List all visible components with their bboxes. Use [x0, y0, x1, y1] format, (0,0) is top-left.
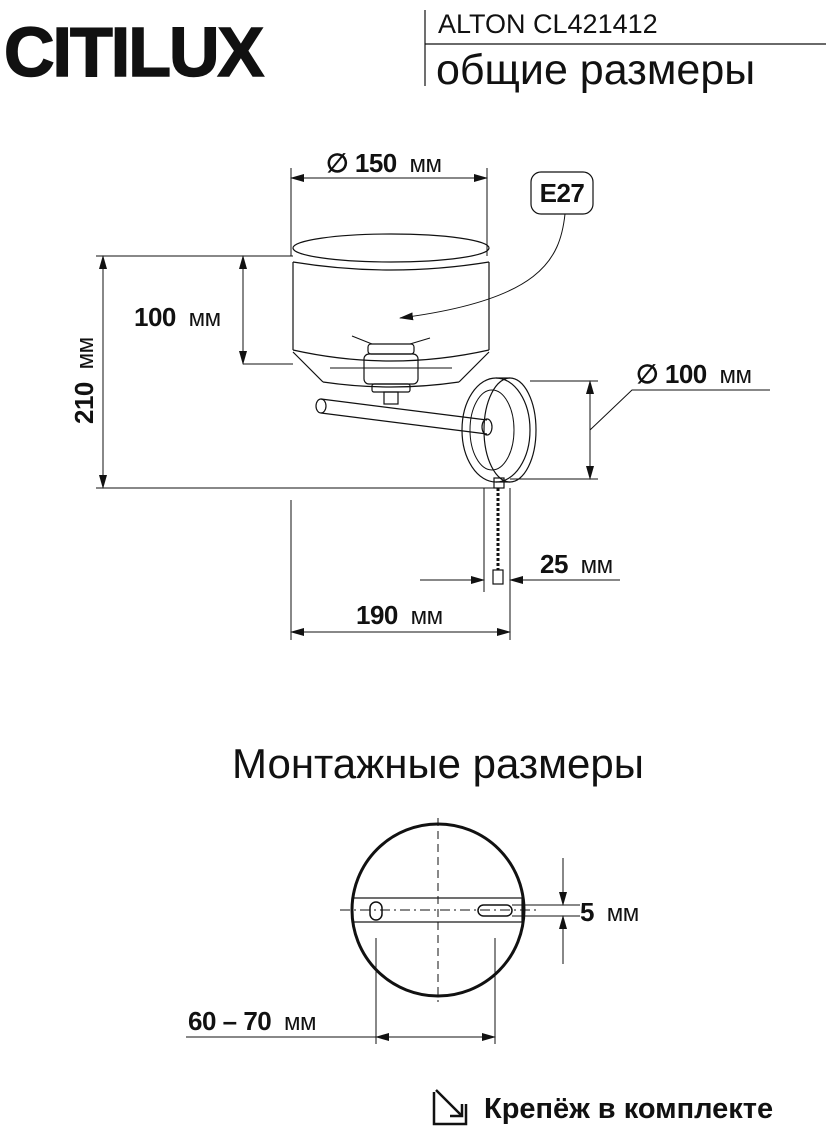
- mounting-hole-left: [369, 901, 383, 921]
- fasteners-note: Крепёж в комплекте: [432, 1089, 773, 1126]
- total-height-unit: мм: [72, 337, 99, 369]
- mounting-slot-right: [477, 904, 513, 917]
- page-subtitle: общие размеры: [436, 46, 755, 94]
- mounting-plate-drawing: [340, 818, 540, 1002]
- svg-text:25 мм: 25 мм: [540, 549, 613, 579]
- shade-height-value: 100: [134, 302, 176, 332]
- dimension-slot-width: 5 мм: [512, 858, 639, 964]
- hole-spacing-unit: мм: [284, 1009, 316, 1036]
- shade-diameter-value: ∅ 150: [326, 148, 397, 178]
- plate-diameter-unit: мм: [720, 362, 752, 389]
- fastener-arrow-icon: [432, 1089, 468, 1126]
- plate-thickness-unit: мм: [581, 552, 613, 579]
- dimension-plate-thickness: 25 мм: [420, 488, 620, 640]
- slot-width-unit: мм: [607, 900, 639, 927]
- lamp-base-callout: E27: [399, 171, 594, 321]
- lamp-drawing: [292, 233, 537, 585]
- svg-text:60 – 70 мм: 60 – 70 мм: [188, 1006, 316, 1036]
- total-depth-unit: мм: [411, 603, 443, 630]
- brand-logo: CITILUX: [3, 12, 267, 92]
- dimension-shade-diameter: ∅ 150 мм: [290, 148, 488, 256]
- lamp-arm: [315, 398, 493, 436]
- fasteners-note-text: Крепёж в комплекте: [484, 1093, 773, 1125]
- dimension-hole-spacing: 60 – 70 мм: [186, 938, 496, 1044]
- lamp-base-label: E27: [540, 178, 585, 208]
- plate-diameter-value: ∅ 100: [636, 359, 707, 389]
- shade-diameter-unit: мм: [410, 151, 442, 178]
- svg-text:100 мм: 100 мм: [134, 302, 221, 332]
- lamp-socket: [351, 335, 431, 405]
- dimension-plate-diameter: ∅ 100 мм: [510, 359, 770, 480]
- dimension-shade-height: 100 мм: [134, 255, 293, 365]
- hole-spacing-value: 60 – 70: [188, 1006, 271, 1036]
- wall-plate: [461, 377, 537, 483]
- plate-thickness-value: 25: [540, 549, 568, 579]
- mounting-bracket: [351, 897, 523, 923]
- svg-text:∅ 150 мм: ∅ 150 мм: [326, 148, 442, 178]
- svg-text:210 мм: 210 мм: [69, 337, 99, 424]
- brand-logo-text: CITILUX: [4, 13, 265, 91]
- slot-width-value: 5: [580, 897, 594, 927]
- svg-text:190 мм: 190 мм: [356, 600, 443, 630]
- total-height-value: 210: [69, 382, 99, 424]
- mounting-title: Монтажные размеры: [232, 740, 644, 787]
- lamp-shade: [292, 233, 490, 388]
- dimension-total-depth: 190 мм: [290, 500, 511, 640]
- svg-text:∅ 100 мм: ∅ 100 мм: [636, 359, 752, 389]
- svg-text:5 мм: 5 мм: [580, 897, 639, 927]
- shade-height-unit: мм: [189, 305, 221, 332]
- dimension-total-height: 210 мм: [69, 255, 496, 489]
- total-depth-value: 190: [356, 600, 398, 630]
- pull-chain: [492, 477, 505, 585]
- lamp-base-badge: [530, 171, 594, 215]
- model-name: ALTON CL421412: [438, 9, 658, 39]
